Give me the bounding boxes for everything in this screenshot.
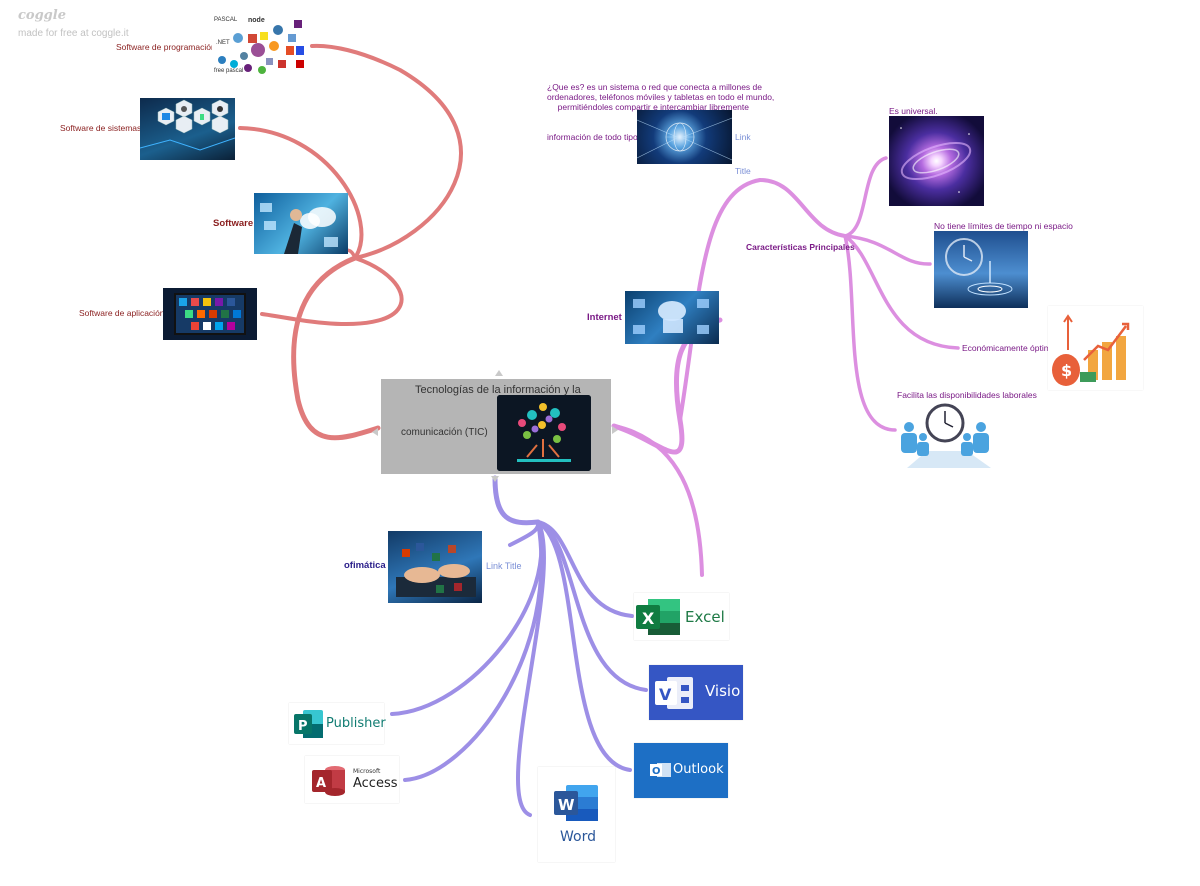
link-ofi-access bbox=[403, 520, 544, 782]
label-software-aplicacion[interactable]: Software de aplicación bbox=[79, 308, 165, 318]
link-software-programacion bbox=[310, 43, 463, 260]
link-ofi-label bbox=[508, 520, 541, 547]
free-pascal-logo-text: free pascal bbox=[214, 68, 244, 74]
visio-logo: V Visio bbox=[649, 665, 743, 720]
link-internet-bottom bbox=[612, 424, 704, 577]
access-label: Access bbox=[353, 776, 398, 791]
link-center-ofimatica bbox=[492, 475, 541, 526]
svg-text:A: A bbox=[316, 776, 326, 791]
label-sin-limites[interactable]: No tiene límites de tiempo ni espacio bbox=[934, 221, 1073, 231]
link-ofi-word bbox=[516, 520, 547, 817]
central-title-line1: Tecnologías de la información y la bbox=[415, 384, 581, 396]
link-center-software bbox=[291, 255, 381, 441]
hands-keyboard-image bbox=[388, 531, 482, 603]
label-economico[interactable]: Económicamente óptimo bbox=[962, 343, 1056, 353]
label-software-sistemas[interactable]: Software de sistemas bbox=[60, 123, 142, 133]
link-software-sistemas bbox=[238, 126, 364, 260]
central-node-handles bbox=[372, 370, 618, 482]
pascal-logo-text: PASCAL bbox=[214, 17, 238, 23]
svg-text:O: O bbox=[652, 766, 661, 777]
label-universal[interactable]: Es universal. bbox=[889, 106, 938, 116]
que-es-line1: ¿Que es? es un sistema o red que conecta… bbox=[547, 82, 762, 92]
coggle-tagline[interactable]: made for free at coggle.it bbox=[18, 28, 129, 39]
link-car-economico bbox=[843, 234, 960, 350]
publisher-label: Publisher bbox=[326, 716, 386, 731]
globe-network-image bbox=[637, 110, 732, 164]
central-node[interactable]: Tecnologías de la información y la comun… bbox=[381, 379, 611, 474]
cloud-software-image bbox=[254, 193, 348, 254]
visio-label: Visio bbox=[705, 682, 741, 700]
link-internet-quees bbox=[678, 178, 762, 422]
publisher-logo: P Publisher bbox=[289, 703, 386, 744]
svg-text:V: V bbox=[659, 685, 672, 704]
node-logo-text: node bbox=[248, 17, 265, 24]
central-title-line2: comunicación (TIC) bbox=[401, 427, 488, 438]
label-caracteristicas[interactable]: Características Principales bbox=[746, 242, 855, 252]
office-meeting-image bbox=[897, 401, 991, 468]
link-internet-caracteristicas bbox=[758, 178, 847, 238]
link-car-limites bbox=[843, 234, 932, 266]
link-ofi-outlook bbox=[536, 520, 632, 772]
clock-water-image bbox=[934, 231, 1028, 308]
internet-link[interactable]: Link bbox=[735, 132, 751, 142]
link-car-laborales bbox=[843, 234, 897, 432]
label-internet[interactable]: Internet bbox=[587, 312, 622, 323]
label-ofimatica[interactable]: ofimática bbox=[344, 560, 386, 571]
ofimatica-link-title[interactable]: Link Title bbox=[486, 561, 522, 571]
handle-right[interactable] bbox=[612, 426, 618, 434]
word-label: Word bbox=[560, 829, 596, 845]
galaxy-image bbox=[889, 116, 984, 206]
que-es-line3: permitiéndoles compartir e intercambiar … bbox=[557, 102, 749, 112]
operating-systems-image bbox=[140, 98, 235, 160]
outlook-label: Outlook bbox=[673, 762, 724, 777]
excel-logo: X Excel bbox=[634, 593, 729, 640]
programming-languages-image: PASCAL node .NET free pascal bbox=[212, 16, 308, 76]
que-es-line2: ordenadores, teléfonos móviles y tableta… bbox=[547, 92, 775, 102]
access-microsoft-label: Microsoft bbox=[353, 768, 381, 775]
access-logo: A Microsoft Access bbox=[305, 756, 399, 803]
link-car-universal bbox=[843, 156, 888, 238]
internet-link-title[interactable]: Title bbox=[735, 166, 751, 176]
tree-network-image bbox=[497, 395, 591, 471]
app-icons-image bbox=[163, 288, 257, 340]
handle-bottom[interactable] bbox=[491, 476, 499, 482]
cloud-computer-image bbox=[625, 291, 719, 344]
svg-text:$: $ bbox=[1061, 361, 1072, 380]
label-software-programacion[interactable]: Software de programación bbox=[116, 42, 216, 52]
svg-text:W: W bbox=[558, 796, 575, 814]
label-laborales[interactable]: Facilita las disponibilidades laborales bbox=[897, 390, 1037, 400]
excel-label: Excel bbox=[685, 608, 725, 626]
money-growth-image: $ bbox=[1048, 306, 1143, 390]
label-software[interactable]: Software bbox=[213, 218, 254, 229]
outlook-logo: O Outlook bbox=[634, 743, 728, 798]
word-logo: W Word bbox=[538, 767, 615, 862]
internet-que-es-text[interactable]: ¿Que es? es un sistema o red que conecta… bbox=[547, 82, 775, 112]
link-ofi-visio bbox=[536, 520, 648, 692]
link-software-aplicacion bbox=[260, 256, 404, 326]
handle-top[interactable] bbox=[495, 370, 503, 376]
dotnet-logo-text: .NET bbox=[216, 40, 230, 46]
svg-text:P: P bbox=[298, 719, 308, 734]
svg-text:X: X bbox=[642, 609, 655, 628]
link-ofi-excel bbox=[536, 520, 634, 618]
handle-left[interactable] bbox=[372, 428, 378, 436]
coggle-brand[interactable]: coggle bbox=[18, 8, 66, 23]
que-es-line4: información de todo tipo. bbox=[547, 132, 641, 142]
